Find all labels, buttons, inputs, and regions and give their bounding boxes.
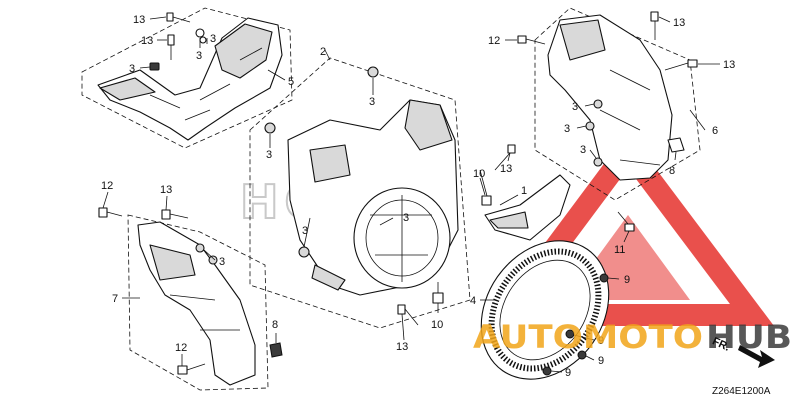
part-5-cover — [81, 7, 293, 149]
callout-3: 3 — [196, 50, 202, 62]
nut-3-g — [585, 121, 595, 131]
bolt-13-g — [397, 304, 419, 326]
bolt-12-b — [98, 207, 123, 218]
arrow-icon — [738, 345, 775, 368]
callout-9: 9 — [624, 274, 630, 286]
bolt-12-a — [517, 35, 546, 45]
callout-9: 9 — [565, 367, 571, 379]
bolt-13-f — [161, 209, 189, 220]
leader-lines — [102, 16, 720, 373]
bolt-12-c — [177, 363, 206, 375]
nut-3-a — [149, 62, 160, 71]
nut-3-f — [593, 99, 603, 109]
callout-8: 8 — [669, 165, 675, 177]
callout-13: 13 — [141, 35, 153, 47]
automotohub-wordmark: AUTOMOTO HUB — [473, 318, 792, 356]
callout-1: 1 — [521, 185, 527, 197]
callout-12: 12 — [175, 342, 187, 354]
callout-13: 13 — [396, 341, 408, 353]
callout-11: 11 — [614, 244, 625, 256]
bolt-10-b — [432, 282, 444, 304]
nut-3-b — [195, 28, 205, 38]
bolt-13-e — [664, 59, 698, 71]
callout-7: 7 — [112, 293, 118, 305]
nut-3-e — [264, 122, 276, 134]
callout-13: 13 — [500, 163, 512, 175]
callout-3: 3 — [302, 225, 308, 237]
clip-8-b — [269, 342, 283, 358]
callout-12: 12 — [101, 180, 113, 192]
callout-5: 5 — [288, 76, 294, 88]
nut-3-i — [195, 243, 205, 253]
screw-11 — [617, 211, 635, 232]
nut-3-j — [208, 255, 218, 265]
bolt-13-d — [650, 11, 659, 40]
bolt-13-b — [167, 34, 175, 60]
part-2-fan-cover — [249, 57, 471, 329]
callout-2: 2 — [320, 46, 326, 58]
diagram-code: Z264E1200A — [712, 386, 771, 397]
part-7-guard — [127, 214, 269, 391]
callout-3: 3 — [219, 256, 225, 268]
callout-13: 13 — [673, 17, 685, 29]
nut-9-a — [599, 273, 609, 283]
callout-8: 8 — [272, 319, 278, 331]
callout-3: 3 — [210, 33, 216, 45]
callout-9: 9 — [598, 355, 604, 367]
callout-labels: 13 13 3 3 3 5 2 3 3 10 13 12 13 13 3 3 3… — [101, 14, 735, 379]
logo-text-automoto: AUTOMOTO — [473, 318, 703, 356]
part-1-trim — [484, 174, 571, 241]
callout-9: 9 — [598, 335, 604, 347]
callout-12: 12 — [488, 35, 500, 47]
clip-8-a — [667, 137, 685, 153]
callout-10: 10 — [473, 168, 485, 180]
callout-3: 3 — [564, 123, 570, 135]
callout-13: 13 — [723, 59, 735, 71]
nut-9-c — [577, 350, 587, 360]
nut-3-h — [593, 157, 603, 167]
callout-3: 3 — [266, 149, 272, 161]
callout-4: 4 — [470, 295, 476, 307]
part-6-cover — [534, 7, 701, 201]
nut-9-b — [565, 329, 575, 339]
logo-text-hub: HUB — [706, 318, 792, 356]
callout-3: 3 — [369, 96, 375, 108]
bolt-13-a — [166, 12, 191, 23]
nut-3-d — [367, 66, 379, 78]
nut-3-c — [199, 36, 207, 44]
callout-3: 3 — [403, 212, 409, 224]
callout-10: 10 — [431, 319, 443, 331]
bolt-10-a — [479, 169, 492, 206]
nut-3-k — [298, 246, 310, 258]
callout-6: 6 — [712, 125, 718, 137]
callout-13: 13 — [133, 14, 145, 26]
callout-3: 3 — [129, 63, 135, 75]
bolt-13-c — [494, 144, 516, 171]
nut-9-d — [542, 366, 552, 376]
callout-3: 3 — [580, 144, 586, 156]
callout-13: 13 — [160, 184, 172, 196]
callout-3: 3 — [572, 101, 578, 113]
logo-triangle — [483, 131, 775, 326]
